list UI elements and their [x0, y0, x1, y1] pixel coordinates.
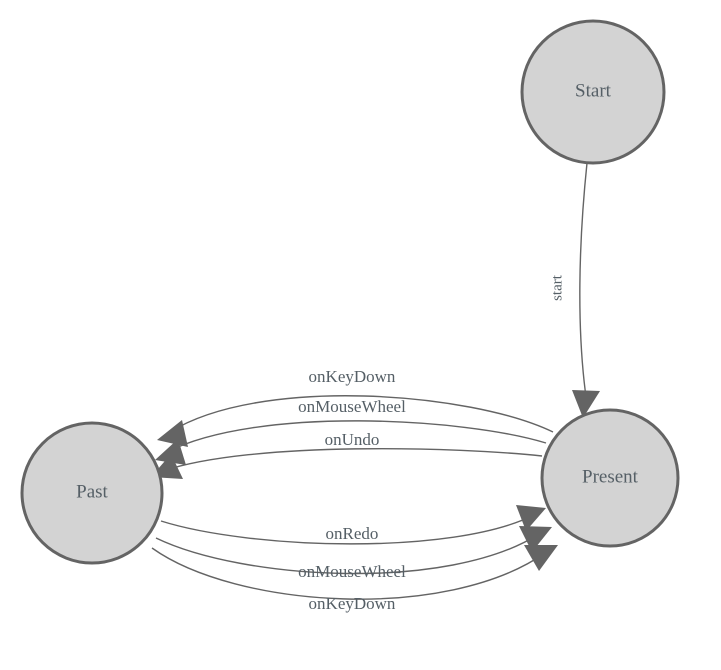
edge-path-present-past-mousewheel — [166, 420, 547, 453]
arrowhead-start-present — [572, 390, 600, 418]
edge-label-onredo: onRedo — [326, 524, 379, 543]
arrowhead-past-present-redo — [516, 505, 546, 531]
edge-present-to-past-onmousewheel[interactable]: onMouseWheel — [155, 397, 547, 465]
edge-label-onmousewheel-upper: onMouseWheel — [298, 397, 406, 416]
node-past-circle[interactable] — [20, 421, 164, 565]
edge-label-start: start — [549, 274, 565, 301]
arrowhead-past-present-keydown — [524, 545, 558, 571]
edge-path-past-present-redo — [160, 514, 535, 545]
node-past[interactable]: Past — [20, 421, 164, 565]
node-start-circle[interactable] — [520, 19, 666, 165]
edge-path-present-past-keydown — [169, 395, 554, 433]
edge-start-to-present[interactable]: start — [549, 162, 600, 418]
edge-path-past-present-keydown — [151, 547, 546, 600]
edge-past-to-present-onkeydown[interactable]: onKeyDown — [151, 545, 558, 613]
node-present-circle[interactable] — [540, 408, 680, 548]
arrowhead-present-past-mousewheel — [155, 439, 186, 465]
edge-path-past-present-mousewheel — [155, 533, 540, 575]
node-start[interactable]: Start — [520, 19, 666, 165]
edge-path-start-present — [579, 162, 588, 405]
node-start-label: Start — [575, 80, 612, 101]
arrowhead-present-past-keydown — [157, 420, 188, 447]
edge-present-to-past-onundo[interactable]: onUndo — [151, 430, 543, 479]
edge-past-to-present-onmousewheel[interactable]: onMouseWheel — [155, 526, 552, 581]
arrowhead-past-present-mousewheel — [519, 526, 552, 552]
edge-label-onkeydown-lower: onKeyDown — [309, 594, 396, 613]
edge-path-present-past-undo — [162, 447, 543, 472]
node-present-label: Present — [582, 466, 639, 487]
node-present[interactable]: Present — [540, 408, 680, 548]
edge-past-to-present-onredo[interactable]: onRedo — [160, 505, 546, 545]
edge-label-onkeydown-upper: onKeyDown — [309, 367, 396, 386]
edge-label-onundo: onUndo — [325, 430, 380, 449]
edge-label-onmousewheel-lower: onMouseWheel — [298, 562, 406, 581]
edge-present-to-past-onkeydown[interactable]: onKeyDown — [157, 367, 554, 447]
node-past-label: Past — [76, 481, 108, 502]
